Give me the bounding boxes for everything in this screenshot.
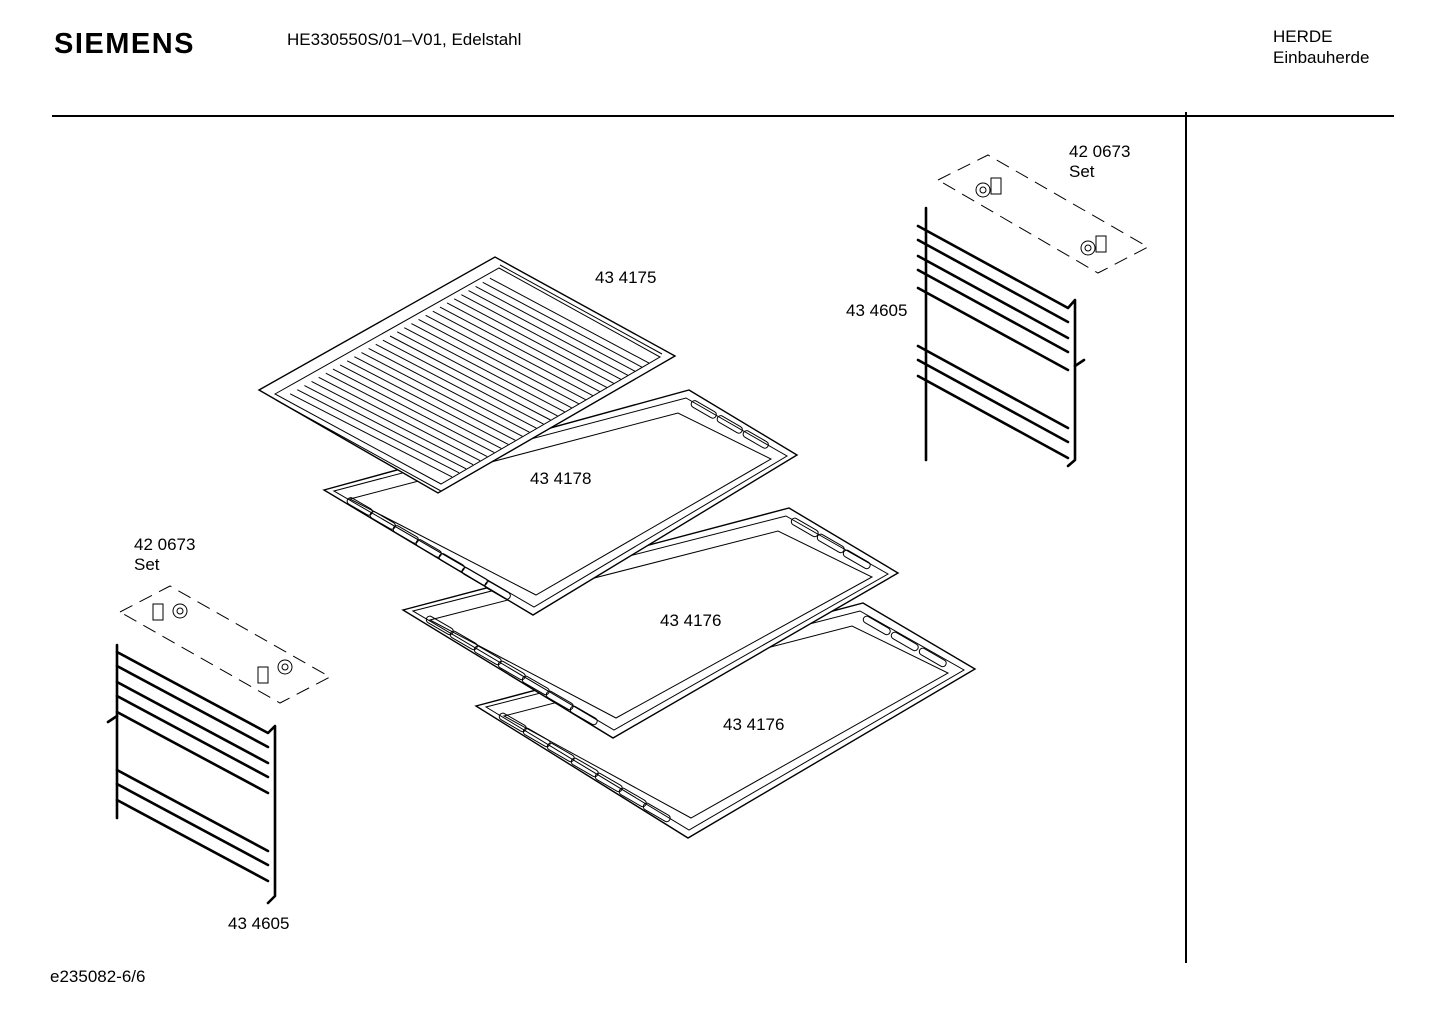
rack-bar [289,393,453,478]
rack-bar [475,285,636,372]
part-number-tray-bottom: 43 4176 [723,715,785,734]
part-note-clip-set-left: Set [134,555,160,574]
rack-bar [389,335,551,421]
tray-top-drawing [322,389,799,616]
clip-set-left-drawing [118,585,332,704]
part-number-rail-left: 43 4605 [228,914,290,933]
rack-bar [439,306,600,392]
rack-bar [482,281,643,368]
tray-mid-drawing [401,507,900,739]
rail-left-drawing [106,643,277,905]
grill-rack-drawing [257,256,677,494]
rack-bar [318,376,481,462]
category-line-2: Einbauherde [1273,48,1370,67]
part-number-rail-right: 43 4605 [846,301,908,320]
part-number-tray-mid: 43 4176 [660,611,722,630]
rack-bar [311,381,474,466]
rack-bar [375,343,537,429]
rack-bar [432,310,593,397]
rack-bar [461,294,622,380]
part-number-clip-set-left: 42 0673 [134,535,196,554]
rack-bar [368,347,530,433]
part-number-tray-top: 43 4178 [530,469,592,488]
part-note-clip-set-right: Set [1069,162,1095,181]
rack-bar [332,368,495,453]
brand-logo: SIEMENS [54,28,196,60]
diagram-id: e235082-6/6 [50,967,146,986]
rack-bar [489,277,650,364]
rack-bar [418,319,579,405]
rack-bar [346,360,509,445]
category-line-1: HERDE [1273,27,1333,46]
rack-bar [354,356,516,441]
rack-bar [361,352,523,437]
rail-right-drawing [916,206,1086,468]
rack-bar [446,302,608,388]
rack-bar [325,372,488,458]
rack-bar [396,331,558,417]
rack-bar [411,323,572,409]
model-title: HE330550S/01–V01, Edelstahl [287,30,522,49]
rack-bar [404,327,565,413]
clip-set-right-drawing [936,154,1150,274]
part-number-rack: 43 4175 [595,268,657,287]
rack-bar [425,314,586,401]
rack-bar [468,290,629,376]
rack-bar [382,339,544,425]
rack-bar [304,385,467,470]
rack-bar [339,364,502,449]
rack-bar [297,389,460,474]
part-number-clip-set-right: 42 0673 [1069,142,1131,161]
rack-bar [453,298,615,384]
